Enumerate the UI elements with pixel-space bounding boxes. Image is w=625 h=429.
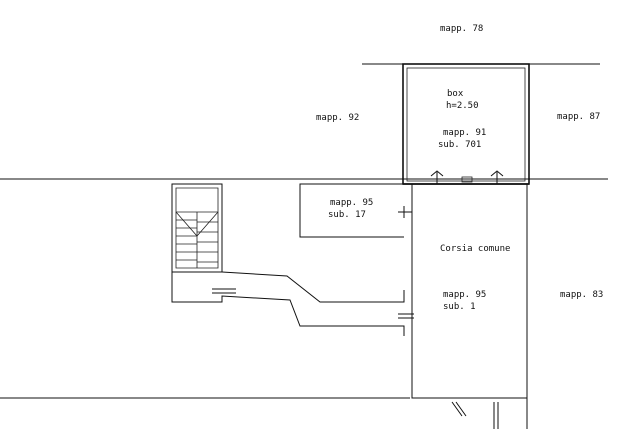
label-mapp-87: mapp. 87 — [557, 112, 600, 122]
garage-box-outer — [402, 63, 530, 185]
label-mapp-92: mapp. 92 — [316, 113, 359, 123]
label-sub-1: sub. 1 — [443, 302, 476, 312]
corsia-outline — [411, 184, 527, 399]
labels: mapp. 78 mapp. 92 mapp. 87 box h=2.50 ma… — [316, 24, 603, 312]
garage-box-inner — [406, 67, 526, 182]
sub17-room — [299, 183, 412, 238]
label-mapp-95-sub1: mapp. 95 — [443, 290, 486, 300]
corridor-bottom-wall — [171, 272, 405, 336]
label-mapp-95-sub17: mapp. 95 — [330, 198, 373, 208]
connecting-corridor — [171, 271, 405, 336]
stairwell — [171, 183, 223, 273]
label-mapp-91: mapp. 91 — [443, 128, 486, 138]
garage-box — [402, 63, 530, 185]
ramp-line-left-2 — [455, 401, 467, 417]
label-box: box — [447, 89, 464, 99]
up-arrow-icon — [490, 170, 504, 184]
label-corsia-comune: Corsia comune — [440, 244, 510, 254]
ramp-line-left — [451, 401, 463, 417]
stair-diagonal — [175, 211, 219, 237]
label-mapp-83: mapp. 83 — [560, 290, 603, 300]
garage-door-marker — [461, 176, 473, 183]
corsia-comune — [398, 184, 527, 429]
stairwell-inner — [175, 187, 219, 269]
label-sub-17: sub. 17 — [328, 210, 366, 220]
corridor-top-wall — [221, 271, 405, 303]
up-arrow-icon — [430, 170, 444, 184]
label-sub-701: sub. 701 — [438, 140, 481, 150]
boundary-lines — [0, 63, 608, 429]
sub17-outline — [299, 183, 404, 238]
label-mapp-78: mapp. 78 — [440, 24, 483, 34]
label-box-height: h=2.50 — [446, 101, 479, 111]
